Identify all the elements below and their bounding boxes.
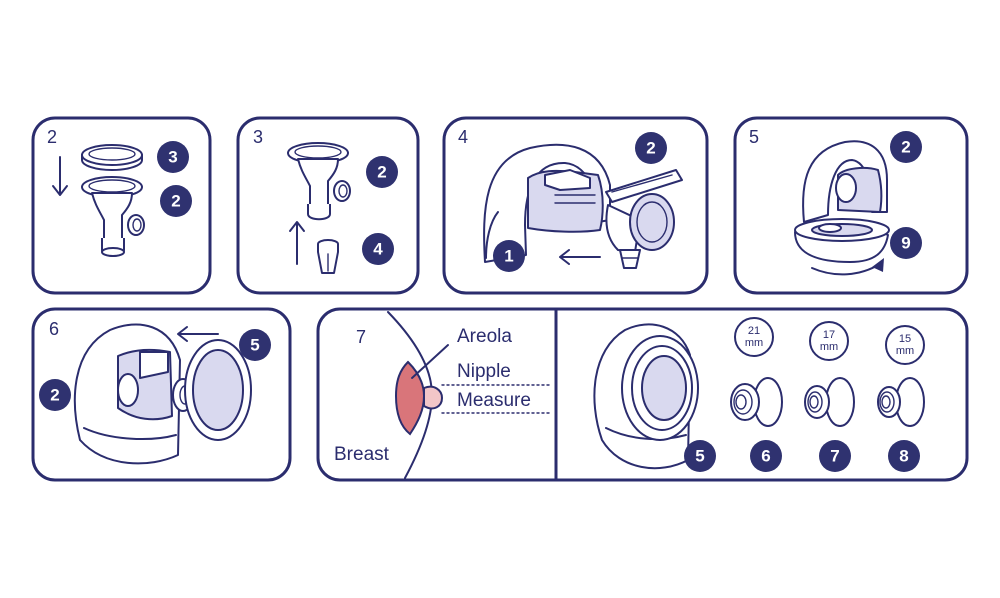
step-number: 7 — [356, 327, 366, 347]
svg-text:2: 2 — [377, 163, 386, 182]
svg-text:mm: mm — [896, 345, 914, 357]
nipple-label: Nipple — [457, 361, 511, 382]
breast-label: Breast — [334, 444, 390, 465]
size-badge-21mm: 21 mm — [734, 317, 774, 357]
left-arrow-icon — [559, 249, 601, 265]
breast-shield-assembly-icon — [605, 169, 683, 269]
panel-step-7: 7 Areola Nipple Measure Breast — [316, 307, 969, 482]
svg-text:1: 1 — [504, 247, 513, 266]
panel-step-3: 3 2 4 — [236, 116, 420, 295]
svg-text:5: 5 — [250, 336, 259, 355]
size-badge-15mm: 15 mm — [885, 325, 925, 365]
rotate-arrow-icon — [811, 258, 884, 276]
pump-housing-icon — [483, 143, 611, 263]
svg-text:mm: mm — [820, 341, 838, 353]
svg-text:2: 2 — [171, 192, 180, 211]
panel-step-4: 4 2 1 — [442, 116, 709, 295]
part-badge: 5 — [239, 329, 271, 361]
part-badge: 2 — [160, 185, 192, 217]
part-badge: 8 — [888, 440, 920, 472]
down-arrow-icon — [52, 156, 68, 196]
svg-text:17: 17 — [823, 329, 835, 341]
svg-text:3: 3 — [168, 148, 177, 167]
pump-body-icon — [73, 323, 194, 465]
left-arrow-icon — [177, 326, 219, 342]
part-badge: 3 — [157, 141, 189, 173]
svg-text:4: 4 — [373, 240, 383, 259]
svg-text:5: 5 — [695, 447, 704, 466]
svg-text:7: 7 — [830, 447, 839, 466]
duckbill-valve-icon — [317, 239, 339, 274]
nipple-shape — [423, 385, 444, 410]
svg-text:9: 9 — [901, 234, 910, 253]
part-badge: 2 — [39, 379, 71, 411]
breast-shield-connector-icon — [81, 176, 145, 257]
svg-text:2: 2 — [50, 386, 59, 405]
part-badge: 1 — [493, 240, 525, 272]
step-number: 3 — [253, 127, 263, 147]
up-arrow-icon — [289, 221, 305, 265]
svg-text:6: 6 — [761, 447, 770, 466]
pump-with-insert-icon — [593, 323, 699, 470]
panel-step-2: 2 3 2 — [31, 116, 212, 295]
breast-cross-section-icon — [387, 311, 552, 479]
step-number: 4 — [458, 127, 468, 147]
svg-text:15: 15 — [899, 333, 911, 345]
step-number: 2 — [47, 127, 57, 147]
part-badge: 5 — [684, 440, 716, 472]
breast-shield-connector-icon — [287, 142, 351, 221]
part-badge: 9 — [890, 227, 922, 259]
svg-text:21: 21 — [748, 325, 760, 337]
measure-label: Measure — [457, 390, 531, 411]
part-badge: 2 — [890, 131, 922, 163]
size-badge-17mm: 17 mm — [809, 321, 849, 361]
part-badge: 4 — [362, 233, 394, 265]
areola-leader-line — [411, 344, 449, 379]
step-number: 6 — [49, 319, 59, 339]
breast-shield-flange-icon — [184, 339, 252, 441]
areola-label: Areola — [457, 326, 512, 347]
svg-text:2: 2 — [901, 138, 910, 157]
panel-step-5: 5 2 9 — [733, 116, 969, 295]
valve-ring-icon — [81, 144, 143, 171]
svg-text:8: 8 — [899, 447, 908, 466]
part-badge: 6 — [750, 440, 782, 472]
flange-insert-17mm-icon — [804, 377, 855, 427]
flange-insert-15mm-icon — [877, 377, 925, 427]
part-badge: 2 — [635, 132, 667, 164]
pump-housing-icon — [802, 140, 888, 223]
step-number: 5 — [749, 127, 759, 147]
flange-insert-21mm-icon — [730, 377, 783, 427]
part-badge: 7 — [819, 440, 851, 472]
part-badge: 2 — [366, 156, 398, 188]
svg-text:2: 2 — [646, 139, 655, 158]
svg-text:mm: mm — [745, 337, 763, 349]
collection-cup-icon — [794, 218, 890, 263]
panel-step-6: 6 5 2 — [31, 307, 292, 482]
areola-shape — [394, 360, 426, 436]
